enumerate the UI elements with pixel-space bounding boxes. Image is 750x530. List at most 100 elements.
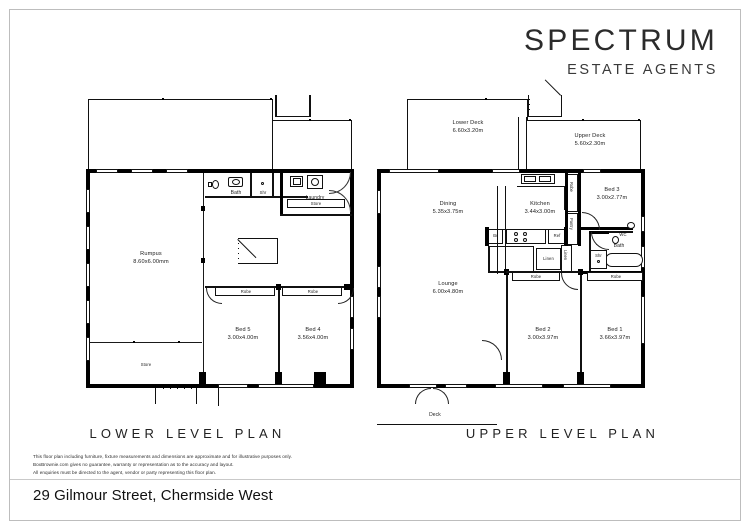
label-linen-h: Linen (543, 256, 554, 261)
lower-bed4-right-node (344, 284, 354, 290)
lower-bed-divider-node (276, 284, 281, 290)
lower-void-outline-top2 (272, 120, 352, 121)
room-dim: 5.60x2.30m (574, 141, 606, 148)
label-store-rumpus: Store (140, 362, 152, 367)
lower-window-top-2 (131, 169, 153, 173)
room-dim: 3.00x2.77m (596, 195, 628, 202)
lower-void-outline-right (272, 99, 273, 171)
lower-wall-right (350, 169, 354, 388)
lower-void-dot-b (270, 98, 272, 100)
room-dim: 5.35x3.75m (432, 209, 464, 216)
lower-void-outline-left (88, 99, 89, 171)
upper-shower-box (590, 250, 607, 269)
label-bath-upper: Bath (613, 243, 625, 249)
room-name: Dining (439, 201, 457, 207)
room-name: Kitchen (530, 201, 550, 207)
upper-window-left-3 (377, 296, 381, 318)
label-robe-bath: Robe (610, 274, 622, 279)
label-pantry: Pantry (569, 218, 574, 230)
upper-linen-box-h (536, 248, 561, 270)
footer-divider (10, 479, 740, 480)
upper-deck-edge (377, 424, 497, 425)
lower-store-dot-1 (133, 341, 135, 343)
upper-deck-stair-rail-2 (526, 117, 527, 172)
room-label-upper-deck: Upper Deck 5.60x2.30m (545, 132, 635, 148)
room-dim: 8.60x6.00mm (133, 259, 169, 266)
room-name: Bed 2 (535, 327, 551, 333)
lower-window-top-3 (166, 169, 188, 173)
upper-bath-toilet-icon (612, 236, 619, 244)
upper-window-top-1 (389, 169, 439, 173)
upper-lounge-door (482, 340, 502, 360)
lower-bath-wall-bottom (205, 196, 308, 198)
room-name: Bed 4 (305, 327, 321, 333)
room-name: Bed 5 (235, 327, 251, 333)
upper-sink-bowl-2 (523, 232, 527, 236)
lower-laundry-wall-h (280, 214, 352, 216)
upper-window-left-1 (377, 190, 381, 214)
lower-bottom-stair (155, 388, 197, 404)
upper-sink-bowl-1 (514, 232, 518, 236)
label-broom: Br (493, 233, 498, 238)
upper-bed2-wall-left (506, 271, 508, 384)
upper-entry-door-1 (415, 388, 431, 404)
lower-bath-wall-v2 (272, 173, 274, 197)
label-robe-bed2: Robe (530, 274, 542, 279)
disclaimer: This floor plan including furniture, fix… (33, 453, 292, 477)
upper-bathtub-icon (605, 253, 643, 267)
lower-bed-divider-base (275, 372, 282, 384)
brand-tagline: ESTATE AGENTS (567, 62, 718, 78)
upper-internal-stair (488, 246, 534, 273)
lower-external-stair (275, 95, 311, 117)
label-store-laundry: Store (310, 201, 322, 206)
room-dim: 3.00x4.00m (227, 335, 259, 342)
disclaimer-line-1: This floor plan including furniture, fix… (33, 454, 293, 459)
upper-shower-drain-icon (597, 260, 600, 263)
lower-partition-rumpus-node-3 (199, 372, 206, 384)
room-name: Rumpus (140, 251, 162, 257)
upper-sink-bowl-3 (514, 238, 518, 242)
lower-laundry-wall-v (280, 170, 283, 216)
disclaimer-line-3: All enquiries must be directed to the ag… (33, 470, 217, 476)
upper-window-right-1 (641, 216, 645, 232)
upper-upperdeck-dot-b (638, 119, 640, 121)
upper-cooktop-inner-2 (539, 176, 551, 182)
upper-cooktop-inner-1 (524, 176, 536, 182)
upper-entry-opening (409, 384, 437, 388)
lower-window-bottom-2 (258, 384, 314, 388)
upper-robe-bed2-box (512, 272, 560, 281)
upper-kitchen-wall-top (517, 186, 565, 188)
label-robe-bed5: Robe (240, 289, 252, 294)
room-label-bed4: Bed 4 3.56x4.00m (282, 326, 344, 342)
upper-sink-box (506, 229, 546, 244)
lower-store-dot-2 (178, 341, 180, 343)
label-linen-v: Linen (563, 250, 568, 261)
lower-bottom-stair-line (218, 388, 219, 406)
upper-lowerdeck-dot-a (485, 98, 487, 100)
upper-window-left-2 (377, 266, 381, 288)
upper-robe-bath-box (587, 272, 643, 281)
lower-laundry-tub-inner (293, 178, 301, 185)
upper-window-top-2 (492, 169, 520, 173)
lower-shower-drain-icon (261, 182, 264, 185)
upper-wc-basin-icon (627, 222, 635, 229)
label-bath-lower: Bath (230, 190, 242, 196)
room-dim: 3.66x3.97m (599, 335, 631, 342)
lower-window-bottom-1 (218, 384, 248, 388)
page-border (9, 9, 741, 521)
lower-bed4-base-node (314, 372, 326, 384)
upper-robe-top-box (567, 174, 578, 212)
lower-bed5-door (206, 288, 222, 304)
upper-lowerdeck-top (407, 99, 528, 100)
disclaimer-line-2: BoxBrownie.com gives no guarantee, warra… (33, 462, 234, 468)
label-laundry: Laundry (305, 195, 325, 201)
upper-deck-stair-rail-1 (518, 117, 519, 172)
room-label-rumpus: Rumpus 8.60x6.00mm (106, 250, 196, 266)
upper-window-bottom-2 (563, 384, 611, 388)
room-label-bed3: Bed 3 3.00x2.77m (578, 186, 646, 202)
room-dim: 3.56x4.00m (297, 335, 329, 342)
lower-window-left-3 (86, 263, 90, 287)
upper-upperdeck-right (640, 120, 641, 171)
upper-kitchen-bench-node-l (485, 227, 489, 246)
lower-bath-wall-v1 (250, 173, 252, 197)
